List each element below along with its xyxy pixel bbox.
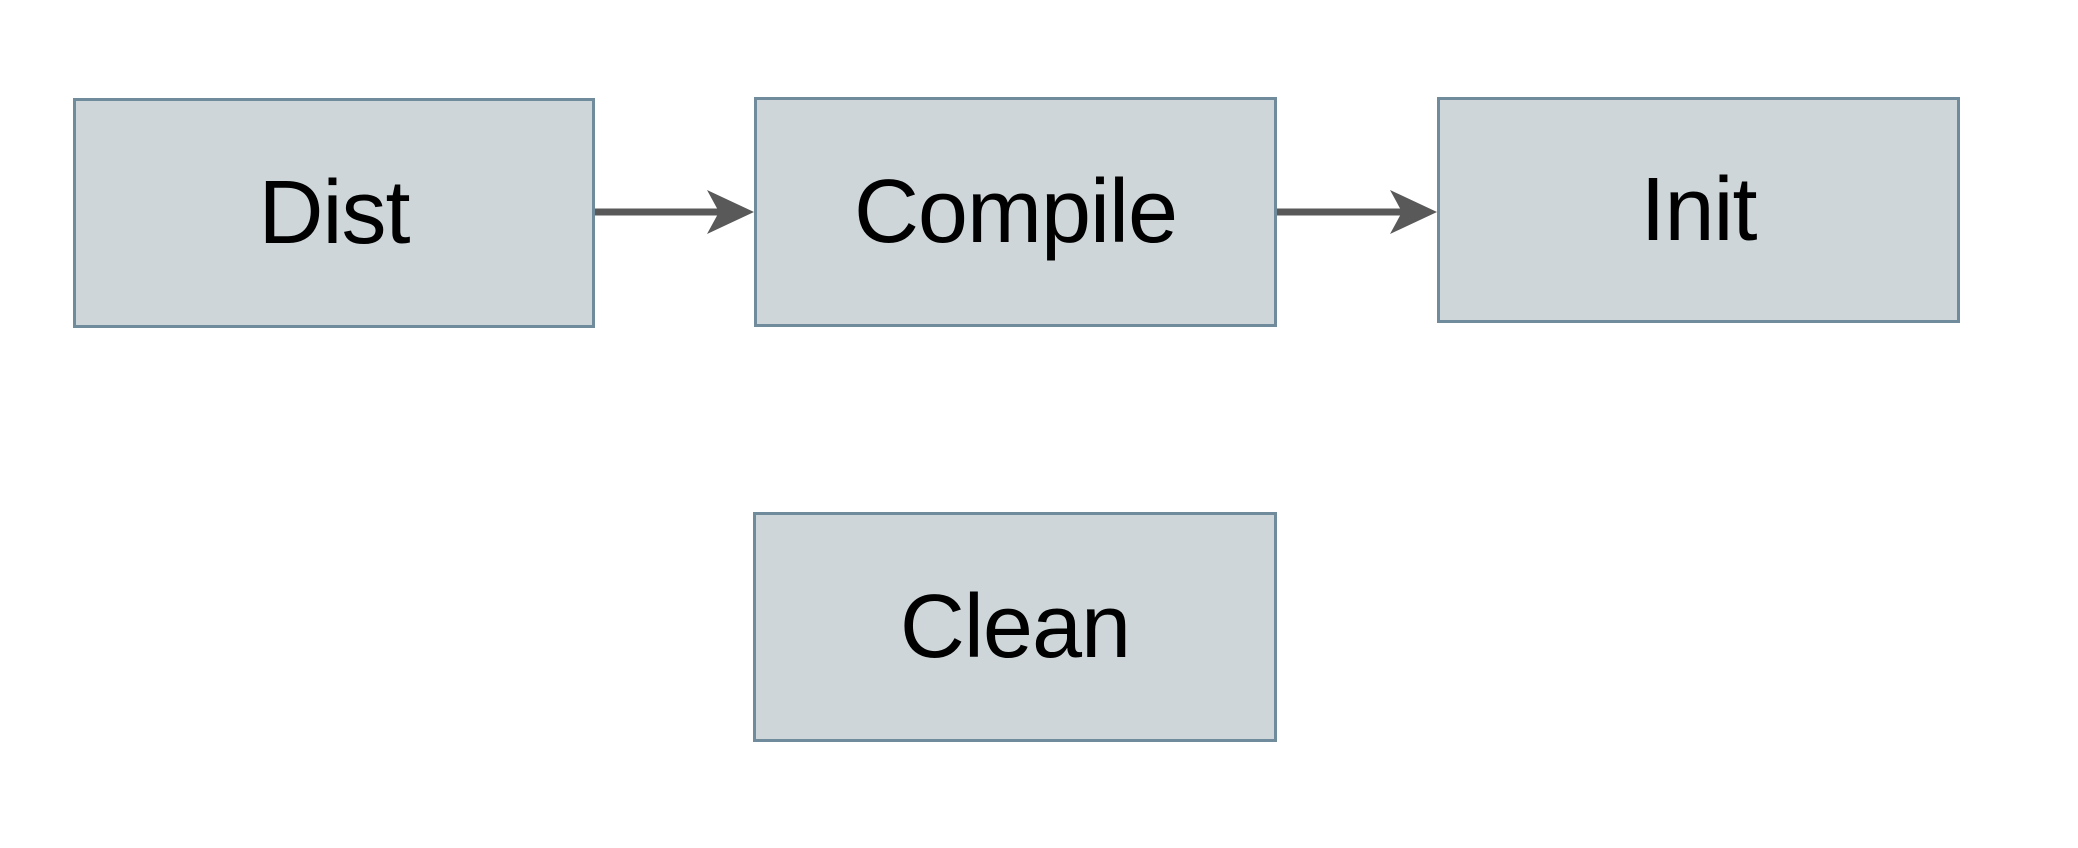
node-dist[interactable]: Dist — [73, 98, 595, 328]
node-clean[interactable]: Clean — [753, 512, 1277, 742]
node-init-label: Init — [1640, 160, 1757, 260]
node-compile[interactable]: Compile — [754, 97, 1277, 327]
arrowhead-icon — [1390, 190, 1437, 234]
node-init[interactable]: Init — [1437, 97, 1960, 323]
node-dist-label: Dist — [258, 163, 411, 263]
arrowhead-icon — [707, 190, 754, 234]
node-clean-label: Clean — [899, 577, 1131, 677]
node-compile-label: Compile — [853, 162, 1178, 262]
edge-compile-to-init[interactable] — [1277, 182, 1437, 242]
edge-dist-to-compile[interactable] — [595, 182, 754, 242]
